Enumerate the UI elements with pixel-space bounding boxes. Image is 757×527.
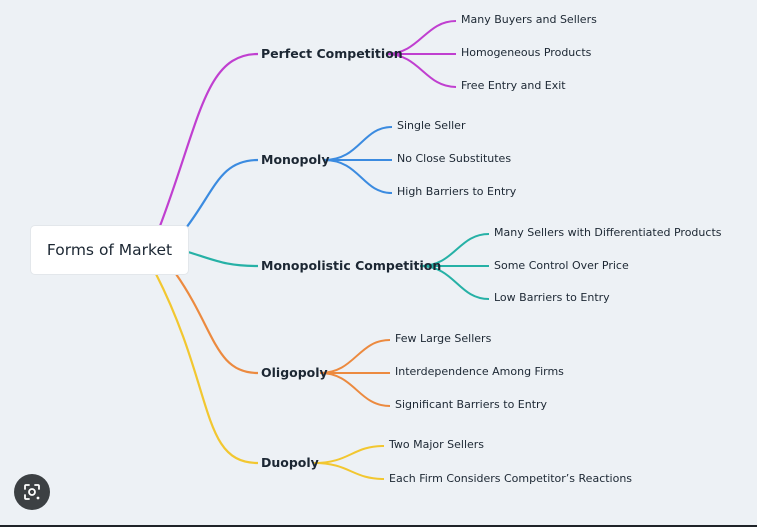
- link-root-oligopoly: [175, 273, 259, 375]
- link-duopoly-1: [313, 445, 385, 464]
- link-monopoly-1: [323, 126, 393, 161]
- link-perfect-3: [385, 53, 457, 88]
- link-oligopoly-3: [319, 372, 391, 407]
- link-root-monopoly: [185, 158, 259, 229]
- link-monopolistic-3: [419, 265, 490, 300]
- leaf-oligopoly-2: Interdependence Among Firms: [395, 365, 564, 378]
- branch-duopoly: Duopoly: [261, 455, 319, 470]
- leaf-monopolistic-1: Many Sellers with Differentiated Product…: [494, 226, 722, 239]
- root-node: Forms of Market: [31, 226, 188, 274]
- link-duopoly-2: [313, 462, 385, 480]
- branch-monopoly: Monopoly: [261, 152, 330, 167]
- branch-oligopoly: Oligopoly: [261, 365, 328, 380]
- leaf-monopolistic-2: Some Control Over Price: [494, 259, 629, 272]
- leaf-monopoly-3: High Barriers to Entry: [397, 185, 517, 198]
- leaf-oligopoly-3: Significant Barriers to Entry: [395, 398, 548, 411]
- link-oligopoly-1: [319, 339, 391, 374]
- leaf-monopolistic-3: Low Barriers to Entry: [494, 291, 610, 304]
- leaf-perfect-2: Homogeneous Products: [461, 46, 592, 59]
- branch-perfect-competition: Perfect Competition: [261, 46, 403, 61]
- leaf-perfect-3: Free Entry and Exit: [461, 79, 566, 92]
- lens-search-icon: [24, 484, 40, 500]
- leaf-duopoly-2: Each Firm Considers Competitor’s Reactio…: [389, 472, 633, 485]
- lens-search-button[interactable]: [14, 474, 50, 510]
- link-root-perfect: [158, 52, 259, 227]
- link-monopoly-3: [323, 159, 393, 194]
- leaf-monopoly-1: Single Seller: [397, 119, 466, 132]
- leaf-oligopoly-1: Few Large Sellers: [395, 332, 492, 345]
- leaf-duopoly-1: Two Major Sellers: [389, 438, 485, 451]
- branch-monopolistic-competition: Monopolistic Competition: [261, 258, 442, 273]
- root-label: Forms of Market: [46, 241, 173, 259]
- link-root-monopolistic: [187, 250, 259, 268]
- link-root-duopoly: [155, 273, 259, 465]
- leaf-perfect-1: Many Buyers and Sellers: [461, 13, 597, 26]
- leaf-monopoly-2: No Close Substitutes: [397, 152, 512, 165]
